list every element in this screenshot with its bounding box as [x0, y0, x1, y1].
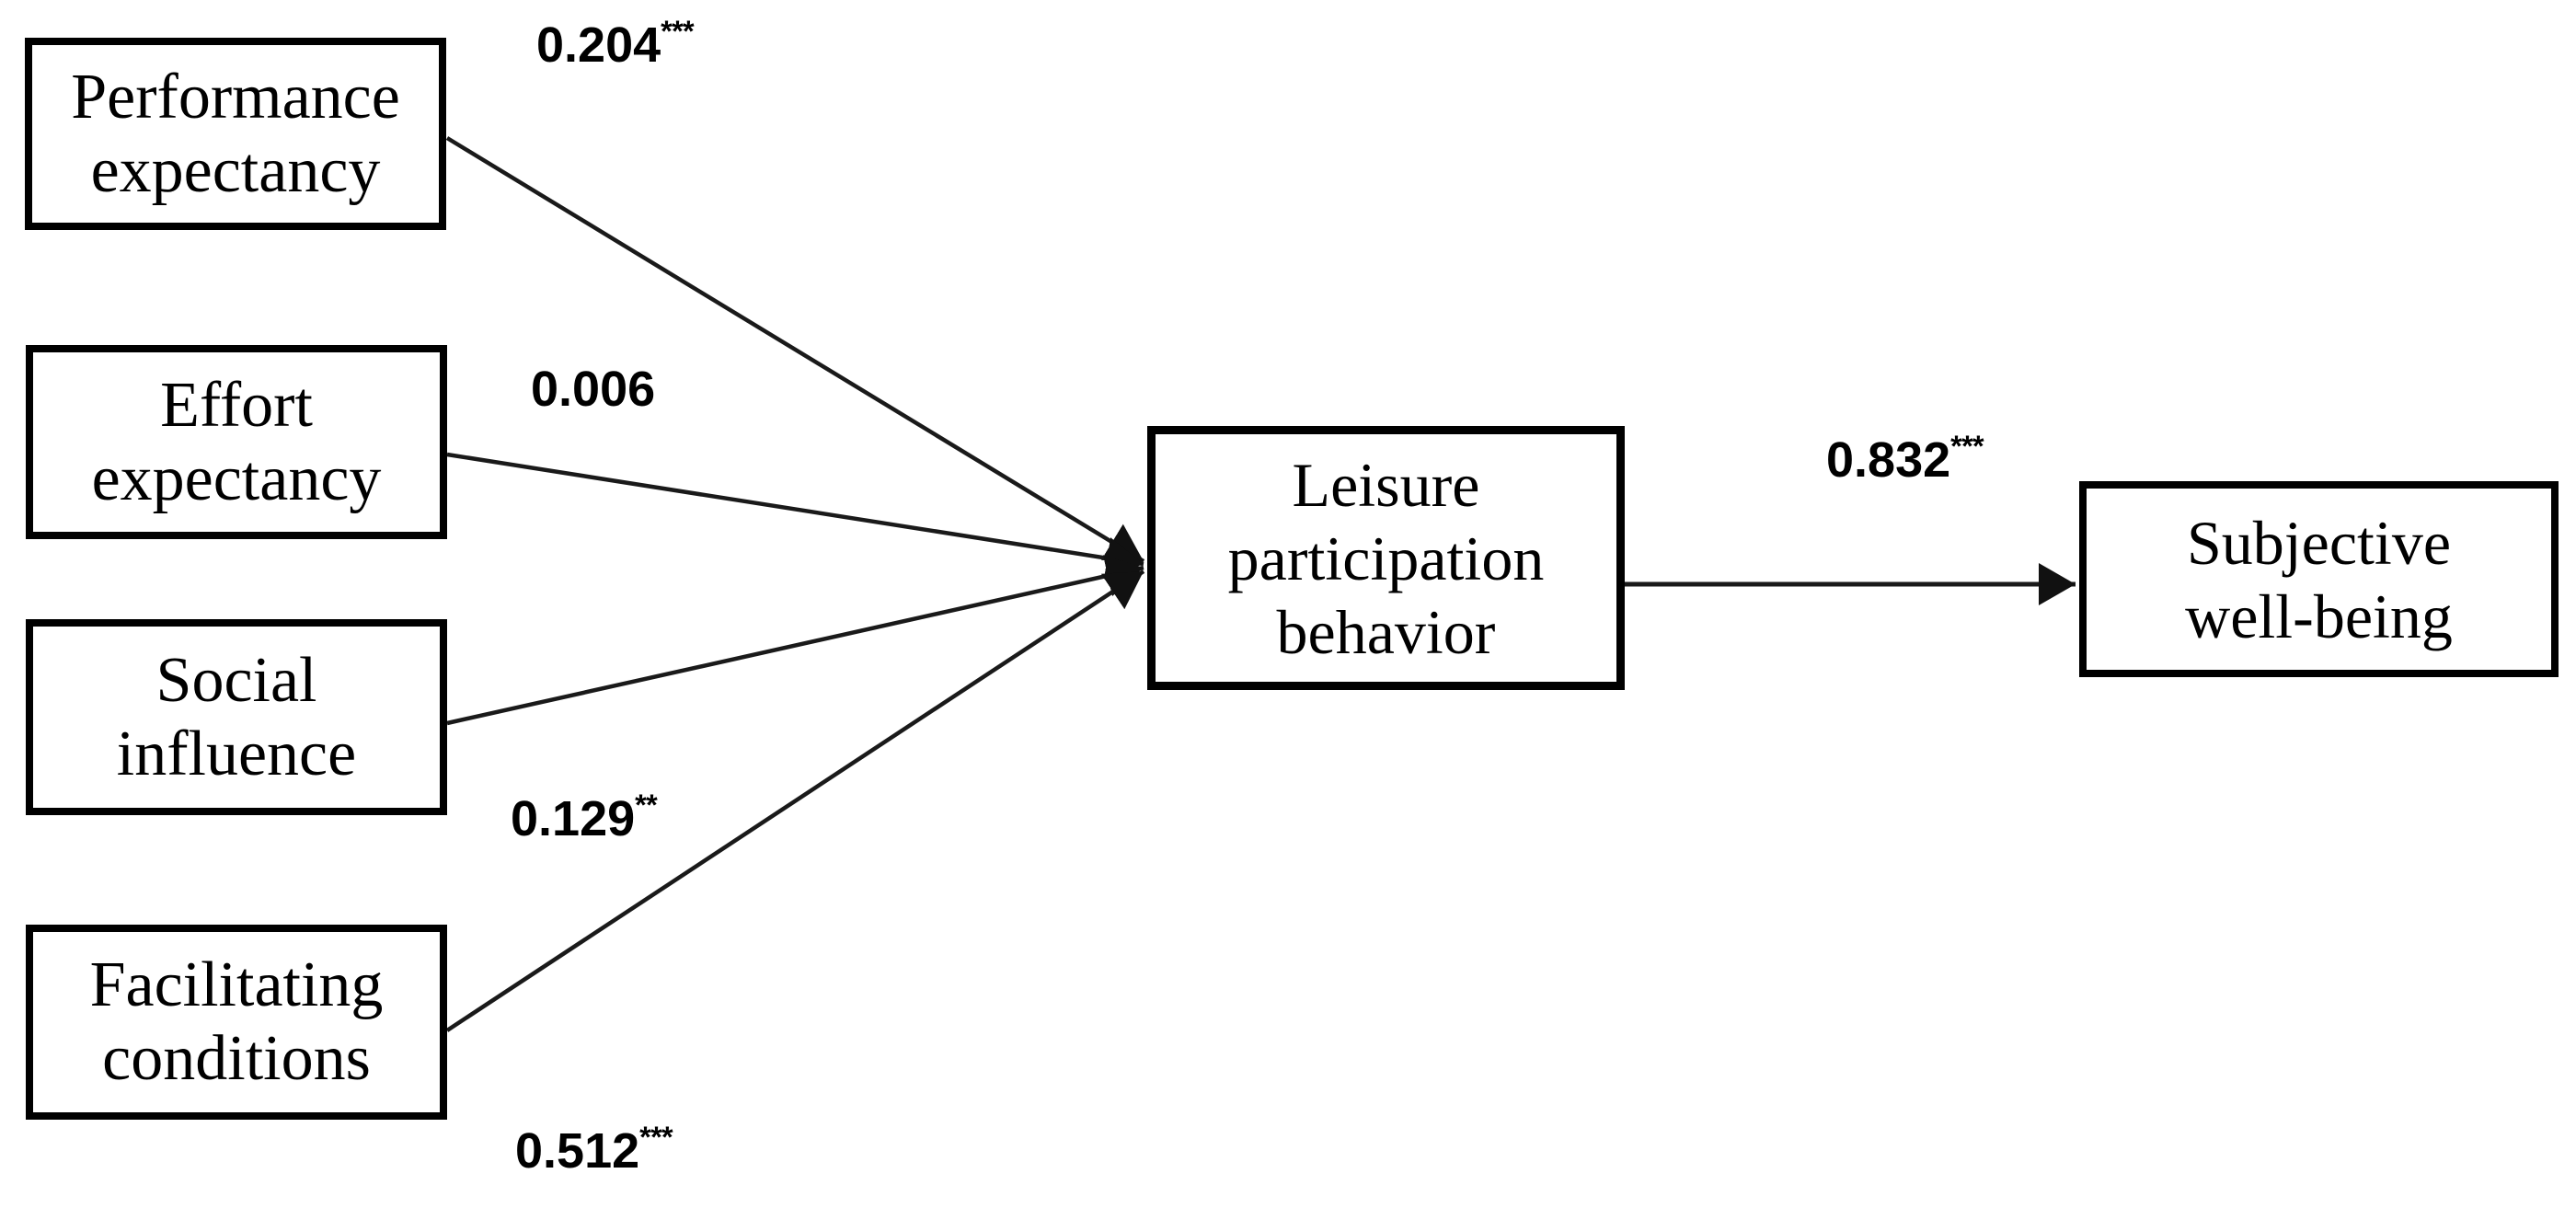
- significance-stars: ***: [1950, 430, 1984, 464]
- node-label-line: conditions: [102, 1023, 371, 1094]
- significance-stars: ***: [661, 15, 695, 49]
- node-effort-expectancy: Effort expectancy: [26, 345, 447, 539]
- node-label-line: influence: [116, 718, 357, 789]
- node-social-influence: Social influence: [26, 619, 447, 815]
- coefficient-value: 0.006: [531, 362, 656, 417]
- significance-stars: ***: [639, 1121, 673, 1155]
- node-subjective-well-being: Subjective well-being: [2079, 481, 2559, 677]
- node-label-line: expectancy: [91, 443, 382, 514]
- node-leisure-participation-behavior: Leisure participation behavior: [1147, 426, 1625, 690]
- coefficient-social-influence: 0.129**: [511, 789, 658, 846]
- coefficient-value: 0.204: [536, 17, 661, 73]
- node-label-line: well-being: [2185, 581, 2453, 651]
- node-label-line: Subjective: [2186, 507, 2452, 578]
- node-label-line: Effort: [160, 369, 313, 441]
- node-label-line: expectancy: [90, 134, 381, 206]
- node-label-line: Performance: [71, 61, 400, 132]
- arrow-social-to-leisure: [446, 555, 1144, 726]
- arrow-performance-to-leisure: [445, 136, 1145, 563]
- node-label-line: Leisure: [1292, 449, 1480, 520]
- arrow-effort-to-leisure: [446, 452, 1144, 580]
- coefficient-value: 0.832: [1826, 432, 1951, 488]
- coefficient-value: 0.512: [515, 1123, 640, 1179]
- node-label-line: participation: [1227, 523, 1545, 593]
- node-performance-expectancy: Performance expectancy: [25, 38, 446, 230]
- significance-stars: **: [635, 788, 658, 823]
- coefficient-performance-expectancy: 0.204***: [536, 15, 695, 73]
- node-label-line: behavior: [1276, 596, 1496, 667]
- arrow-facilitating-to-leisure: [445, 569, 1145, 1032]
- node-label-line: Social: [155, 644, 317, 716]
- coefficient-value: 0.129: [511, 791, 636, 846]
- node-facilitating-conditions: Facilitating conditions: [26, 925, 447, 1120]
- coefficient-facilitating-conditions: 0.512***: [515, 1121, 673, 1179]
- coefficient-leisure-to-wellbeing: 0.832***: [1826, 430, 1984, 488]
- node-label-line: Facilitating: [89, 949, 384, 1020]
- coefficient-effort-expectancy: 0.006: [531, 362, 655, 417]
